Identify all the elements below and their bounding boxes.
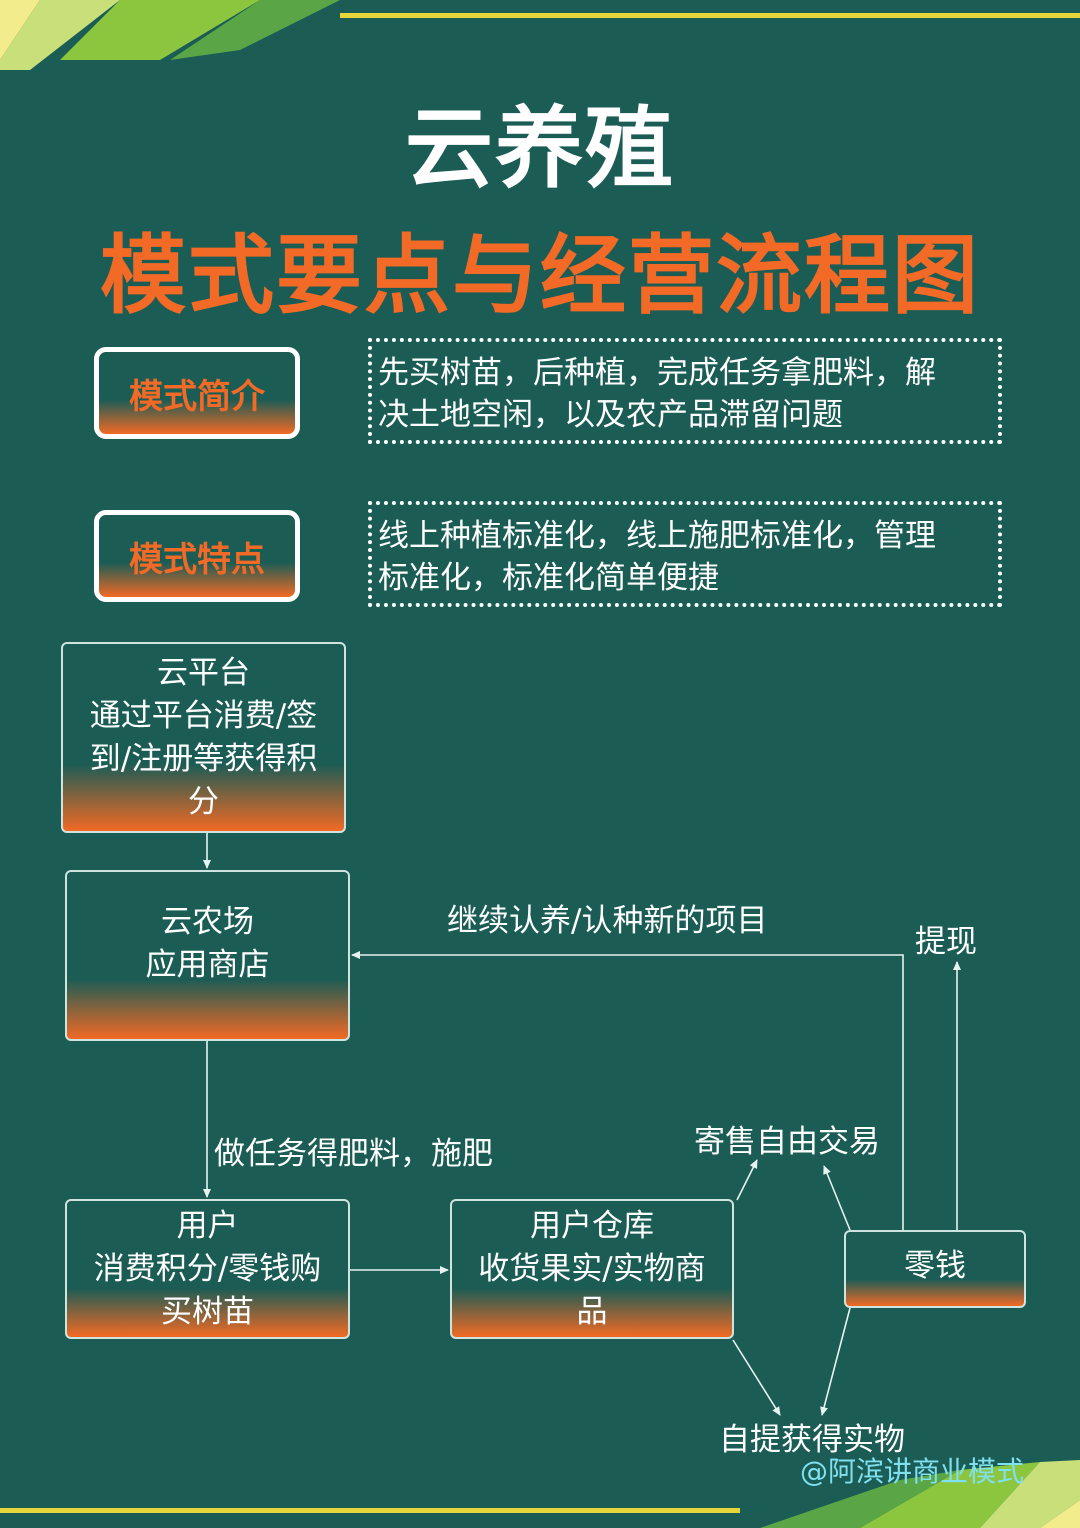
intro-note: 先买树苗，后种植，完成任务拿肥料，解 决土地空闲，以及农产品滞留问题 <box>368 338 1002 444</box>
watermark: @阿滨讲商业模式 <box>800 1455 1025 1488</box>
bottom-right-stripe-dark <box>760 1470 960 1528</box>
page-title: 云养殖 <box>404 97 675 200</box>
arrow-change-to-pickup <box>820 1307 851 1416</box>
top-left-stripe-light <box>0 0 120 70</box>
top-rule <box>340 13 1080 18</box>
node-warehouse-line-2: 收货果实/实物商 <box>478 1250 706 1287</box>
node-cloud-platform-line-4: 分 <box>187 783 219 820</box>
node-user-line-2: 消费积分/零钱购 <box>93 1250 322 1287</box>
intro-tag: 模式简介 <box>94 347 300 439</box>
intro-line-2: 决土地空闲，以及农产品滞留问题 <box>378 397 843 433</box>
arrow-warehouse-to-consign <box>736 1159 758 1201</box>
node-cloud-platform: 云平台 通过平台消费/签 到/注册等获得积 分 <box>61 642 346 833</box>
node-change: 零钱 <box>844 1230 1026 1308</box>
arrow-warehouse-to-pickup <box>732 1339 781 1416</box>
node-cloud-platform-line-3: 到/注册等获得积 <box>89 740 318 777</box>
arrow-change-to-farm <box>351 951 904 1230</box>
intro-line-1: 先买树苗，后种植，完成任务拿肥料，解 <box>378 355 936 391</box>
features-line-1: 线上种植标准化，线上施肥标准化，管理 <box>378 518 936 554</box>
features-line-2: 标准化，标准化简单便捷 <box>378 560 719 596</box>
features-note: 线上种植标准化，线上施肥标准化，管理 标准化，标准化简单便捷 <box>368 501 1002 607</box>
node-warehouse-line-1: 用户仓库 <box>529 1207 654 1244</box>
node-cloud-farm: 云农场 应用商店 <box>65 870 350 1041</box>
label-continue: 继续认养/认种新的项目 <box>447 903 768 939</box>
node-user-line-3: 买树苗 <box>160 1293 254 1330</box>
node-cloud-platform-line-1: 云平台 <box>156 654 250 691</box>
node-warehouse-line-3: 品 <box>576 1293 608 1330</box>
bottom-right-stripe-yellow <box>1040 1500 1080 1528</box>
top-left-stripe-dark <box>170 0 340 60</box>
node-change-label: 零钱 <box>904 1247 966 1284</box>
node-cloud-platform-line-2: 通过平台消费/签 <box>89 697 318 734</box>
node-user-line-1: 用户 <box>176 1207 239 1244</box>
label-pickup: 自提获得实物 <box>719 1422 905 1458</box>
node-warehouse: 用户仓库 收货果实/实物商 品 <box>450 1199 734 1339</box>
top-left-stripe-green <box>60 0 260 60</box>
bottom-rule <box>0 1508 740 1513</box>
page-subtitle: 模式要点与经营流程图 <box>100 226 980 326</box>
node-cloud-farm-line-2: 应用商店 <box>145 946 270 983</box>
arrow-change-to-consign <box>823 1165 851 1231</box>
node-user: 用户 消费积分/零钱购 买树苗 <box>65 1199 350 1339</box>
node-cloud-farm-line-1: 云农场 <box>161 903 254 940</box>
label-consign: 寄售自由交易 <box>694 1124 880 1160</box>
features-tag: 模式特点 <box>94 510 300 602</box>
label-withdraw: 提现 <box>915 924 977 960</box>
label-task: 做任务得肥料，施肥 <box>214 1136 493 1172</box>
bottom-right-stripe-light <box>980 1460 1080 1528</box>
